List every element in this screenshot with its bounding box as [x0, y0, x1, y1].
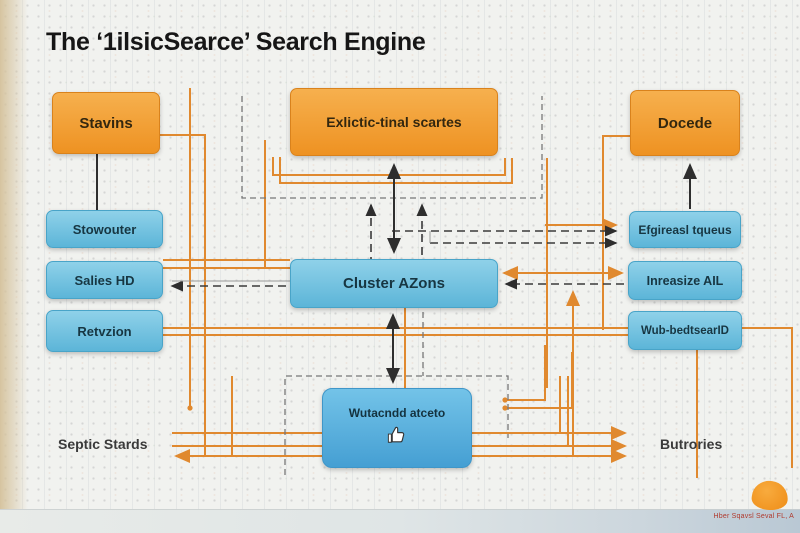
- node-stavins: Stavins: [52, 92, 160, 154]
- node-label: Cluster AZons: [343, 275, 445, 292]
- orange-line-dots: [187, 397, 508, 411]
- thumbs-up-icon: [384, 424, 410, 450]
- footer-band: [0, 509, 800, 533]
- node-wub-bedtsearid: Wub-bedtsearID: [628, 311, 742, 350]
- footer-credit-text: Hber Sqavsl Seval FL, A: [713, 513, 794, 520]
- node-label: Efgireasl tqueus: [638, 222, 732, 237]
- node-label: Inreasize AIL: [646, 273, 724, 288]
- node-docede: Docede: [630, 90, 740, 156]
- node-cluster-azons: Cluster AZons: [290, 259, 498, 308]
- node-label: Wub-bedtsearID: [641, 324, 729, 337]
- node-inreasize-ail: Inreasize AIL: [628, 261, 742, 300]
- left-edge-gradient: [0, 0, 28, 533]
- node-label: Salies HD: [74, 272, 135, 288]
- node-salies-hd: Salies HD: [46, 261, 163, 299]
- node-label: Stowouter: [72, 221, 137, 237]
- label-septic-stards: Septic Stards: [58, 436, 148, 452]
- dashed-arrow-connectors: [170, 203, 624, 292]
- node-label: Wutacndd atceto: [348, 406, 446, 420]
- node-label: Stavins: [79, 114, 133, 132]
- node-efgireasl-tqueus: Efgireasl tqueus: [629, 211, 741, 248]
- node-label: Retvzion: [77, 323, 132, 339]
- label-butrories: Butrories: [660, 436, 723, 452]
- node-label: Docede: [657, 114, 713, 132]
- node-label: Exlictic-tinal scartes: [326, 114, 462, 130]
- page-title: The ‘1ilsicSearce’ Search Engine: [46, 28, 426, 56]
- node-retvzion: Retvzion: [46, 310, 163, 352]
- node-exlictic-tinal-scartes: Exlictic-tinal scartes: [290, 88, 498, 156]
- node-stowouter: Stowouter: [46, 210, 163, 248]
- dark-connectors: [96, 154, 697, 384]
- node-wutacndd-atceto: Wutacndd atceto: [322, 388, 472, 468]
